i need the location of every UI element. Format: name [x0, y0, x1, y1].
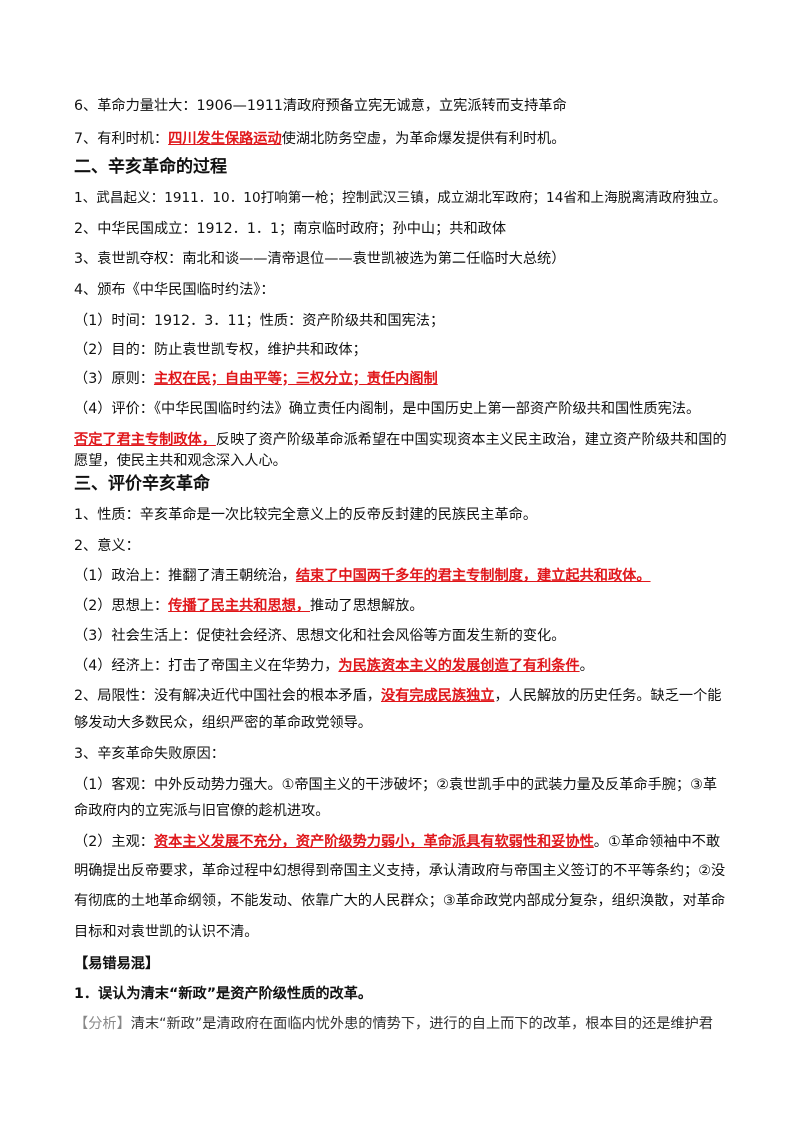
- highlight-text: 传播了民主共和思想，: [168, 598, 311, 614]
- text-line: （1）时间：1912．3．11；性质：资产阶级共和国宪法；: [74, 313, 445, 329]
- text-line: （2）思想上：传播了民主共和思想，推动了思想解放。: [74, 596, 740, 616]
- analysis-line: 【分析】清末“新政”是清政府在面临内忧外患的情势下，进行的自上而下的改革，根本目…: [74, 1014, 740, 1034]
- text-line: （1）客观：中外反动势力强大。①帝国主义的干涉破坏；②袁世凯手中的武装力量及反革…: [74, 777, 718, 793]
- highlight-text: 主权在民；自由平等；三权分立；责任内阁制: [153, 371, 438, 387]
- text-span: 7、有利时机：: [74, 131, 169, 147]
- text-span: 使湖北防务空虚，为革命爆发提供有利时机。: [281, 131, 566, 147]
- text-span: 清末“新政”是清政府在面临内忧外患的情势下，进行的自上而下的改革，根本目的还是维…: [130, 1016, 713, 1032]
- text-line: 目标和对袁世凯的认识不清。: [74, 924, 259, 940]
- text-line: 否定了君主专制政体，反映了资产阶级革命派希望在中国实现资本主义民主政治，建立资产…: [74, 430, 740, 450]
- highlight-text: 四川发生保路运动: [168, 131, 282, 147]
- text-line: （1）政治上：推翻了清王朝统治，结束了中国两千多年的君主专制制度，建立起共和政体…: [74, 566, 740, 586]
- text-span: 推动了思想解放。: [310, 598, 424, 614]
- text-line: 1、武昌起义：1911．10．10打响第一枪；控制武汉三镇，成立湖北军政府；14…: [74, 190, 727, 206]
- highlight-text: 结束了中国两千多年的君主专制制度，建立起共和政体。: [295, 568, 651, 584]
- text-span: （2）主观：: [74, 834, 154, 850]
- highlight-text: 资本主义发展不充分，资产阶级势力弱小，革命派具有软弱性和妥协性: [153, 834, 594, 850]
- text-line: 3、辛亥革命失败原因：: [74, 746, 225, 762]
- text-line: 1、性质：辛亥革命是一次比较完全意义上的反帝反封建的民族民主革命。: [74, 507, 538, 523]
- text-span: （1）政治上：推翻了清王朝统治，: [74, 568, 296, 584]
- text-span: 。: [579, 658, 594, 674]
- text-line: 有彻底的土地革命纲领，不能发动、依靠广大的人民群众；③革命政党内部成分复杂，组织…: [74, 893, 726, 909]
- text-line: 2、中华民国成立：1912．1．1；南京临时政府；孙中山；共和政体: [74, 221, 507, 237]
- text-span: （2）思想上：: [74, 598, 169, 614]
- highlight-text: 没有完成民族独立: [380, 688, 495, 704]
- text-line: 3、袁世凯夺权：南北和谈——清帝退位——袁世凯被选为第二任临时大总统）: [74, 251, 566, 267]
- text-line: （3）原则：主权在民；自由平等；三权分立；责任内阁制: [74, 369, 740, 389]
- text-line: 明确提出反帝要求，革命过程中幻想得到帝国主义支持，承认清政府与帝国主义签订的不平…: [74, 863, 726, 879]
- text-line: 命政府内的立宪派与旧官僚的趁机进攻。: [74, 803, 330, 819]
- text-span: ，人民解放的历史任务。缺乏一个能: [494, 688, 722, 704]
- text-line: 2、局限性：没有解决近代中国社会的根本矛盾，没有完成民族独立，人民解放的历史任务…: [74, 686, 740, 706]
- text-span: 反映了资产阶级革命派希望在中国实现资本主义民主政治，建立资产阶级共和国的: [215, 432, 727, 448]
- highlight-text: 为民族资本主义的发展创造了有利条件: [338, 658, 580, 674]
- text-line: 6、革命力量壮大：1906—1911清政府预备立宪无诚意，立宪派转而支持革命: [74, 98, 567, 114]
- text-line: （3）社会生活上：促使社会经济、思想文化和社会风俗等方面发生新的变化。: [74, 628, 566, 644]
- highlight-text: 否定了君主专制政体，: [74, 432, 216, 448]
- question-heading: 1．误认为清末“新政”是资产阶级性质的改革。: [74, 986, 373, 1002]
- text-span: （3）原则：: [74, 371, 154, 387]
- analysis-label: 【分析】: [74, 1016, 131, 1032]
- section-heading: 二、辛亥革命的过程: [74, 157, 227, 177]
- text-line: （2）主观：资本主义发展不充分，资产阶级势力弱小，革命派具有软弱性和妥协性。①革…: [74, 832, 740, 852]
- section-heading: 三、评价辛亥革命: [74, 474, 210, 494]
- text-line: （4）评价：《中华民国临时约法》确立责任内阁制，是中国历史上第一部资产阶级共和国…: [74, 401, 701, 417]
- section-label: 【易错易混】: [74, 956, 160, 972]
- text-line: （4）经济上：打击了帝国主义在华势力，为民族资本主义的发展创造了有利条件。: [74, 656, 740, 676]
- text-line: 2、意义：: [74, 538, 140, 554]
- text-line: 愿望，使民主共和观念深入人心。: [74, 453, 287, 469]
- text-span: 2、局限性：没有解决近代中国社会的根本矛盾，: [74, 688, 381, 704]
- text-span: （4）经济上：打击了帝国主义在华势力，: [74, 658, 339, 674]
- text-line: （2）目的：防止袁世凯专权，维护共和政体；: [74, 342, 367, 358]
- text-line: 够发动大多数民众，组织严密的革命政党领导。: [74, 715, 372, 731]
- text-line: 4、颁布《中华民国临时约法》：: [74, 282, 275, 298]
- text-span: 。①革命领袖中不敢: [593, 834, 721, 850]
- text-line: 7、有利时机：四川发生保路运动使湖北防务空虚，为革命爆发提供有利时机。: [74, 129, 740, 149]
